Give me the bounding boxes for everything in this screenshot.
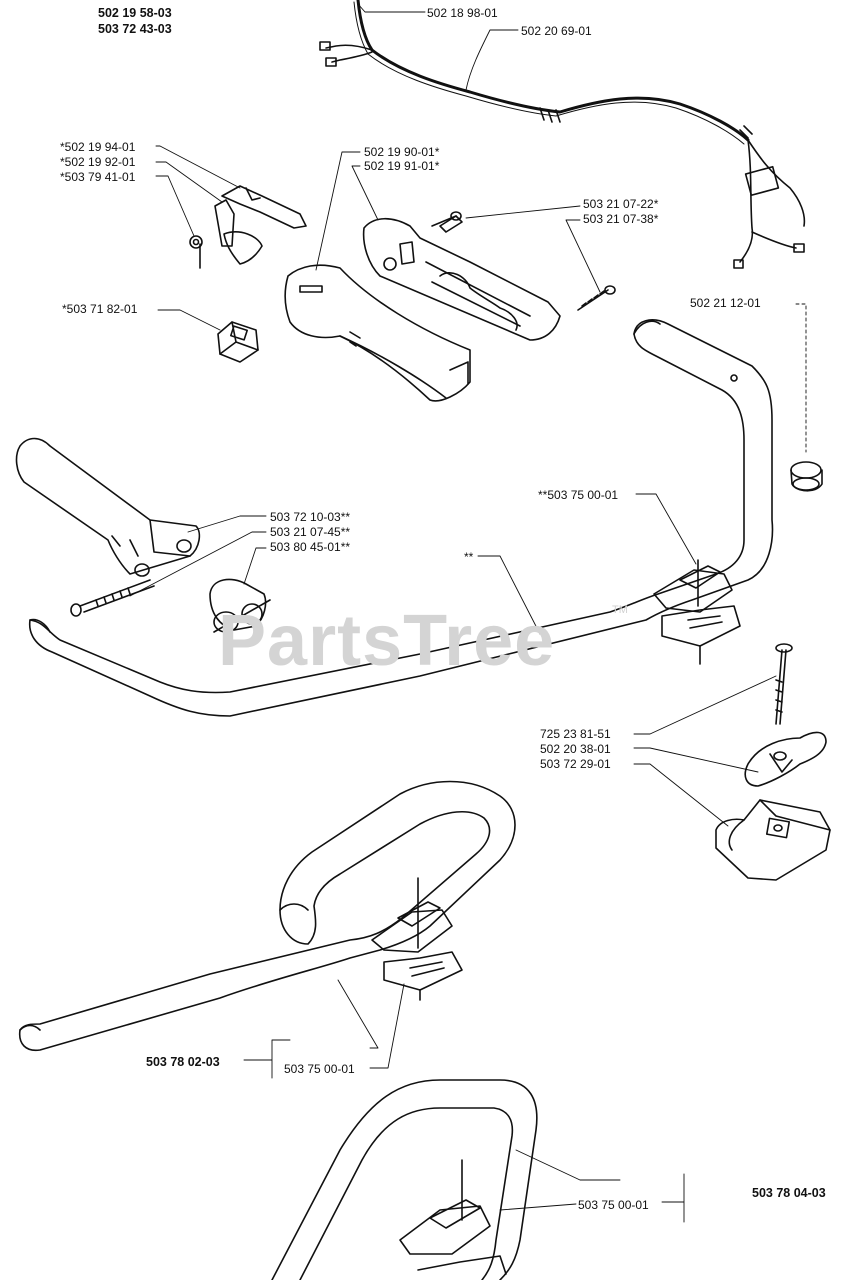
clamp-ring-drawing <box>790 461 823 492</box>
assembly-number-top-a: 502 19 58-03 <box>98 6 172 20</box>
part-label: *502 19 94-01 <box>60 140 136 154</box>
loop-clamp-drawing <box>653 559 741 665</box>
part-label: 503 75 00-01 <box>578 1198 649 1212</box>
loop-handle-drawing <box>28 319 774 717</box>
part-label: 503 21 07-38* <box>583 212 659 226</box>
middle-loop-handle-drawing <box>18 780 516 1052</box>
part-label: *503 79 41-01 <box>60 170 136 184</box>
throttle-trigger-drawing <box>189 185 307 269</box>
part-label: 503 21 07-45** <box>270 525 351 539</box>
bracket-drawing <box>209 578 271 633</box>
assembly-number-bottom: 503 78 04-03 <box>752 1186 826 1200</box>
part-label: 503 75 00-01 <box>284 1062 355 1076</box>
part-label: **503 75 00-01 <box>538 488 619 502</box>
clamp-cover-drawing <box>715 799 831 881</box>
bottom-loop-handle-drawing <box>271 1079 538 1280</box>
assembly-number-mid: 503 78 02-03 <box>146 1055 220 1069</box>
part-label: 502 18 98-01 <box>427 6 498 20</box>
watermark-trademark: TM <box>612 604 628 616</box>
left-grip-drawing <box>15 437 201 577</box>
knob-bolt-drawing <box>775 643 793 725</box>
wing-knob-drawing <box>744 731 827 787</box>
stop-switch-drawing <box>217 321 259 363</box>
bolt-drawing <box>70 579 155 617</box>
handle-housing-left-drawing <box>284 264 471 402</box>
part-label: ** <box>464 550 474 564</box>
part-label: 503 80 45-01** <box>270 540 351 554</box>
part-label: 725 23 81-51 <box>540 727 611 741</box>
handle-housing-right-drawing <box>362 215 561 341</box>
part-label: 502 19 91-01* <box>364 159 440 173</box>
part-label: 503 21 07-22* <box>583 197 659 211</box>
leader-lines <box>129 3 807 1223</box>
part-label: 502 21 12-01 <box>690 296 761 310</box>
part-label: *502 19 92-01 <box>60 155 136 169</box>
part-label: 503 72 29-01 <box>540 757 611 771</box>
part-label: 502 20 38-01 <box>540 742 611 756</box>
part-label: 502 19 90-01* <box>364 145 440 159</box>
middle-clamp-drawing <box>371 877 463 1001</box>
screw-drawings <box>431 211 616 311</box>
part-label: *503 71 82-01 <box>62 302 138 316</box>
watermark: PartsTree <box>218 601 556 681</box>
part-label: 503 72 10-03** <box>270 510 351 524</box>
part-label: 502 20 69-01 <box>521 24 592 38</box>
wiring-harness-drawing <box>319 0 806 269</box>
assembly-number-top-b: 503 72 43-03 <box>98 22 172 36</box>
